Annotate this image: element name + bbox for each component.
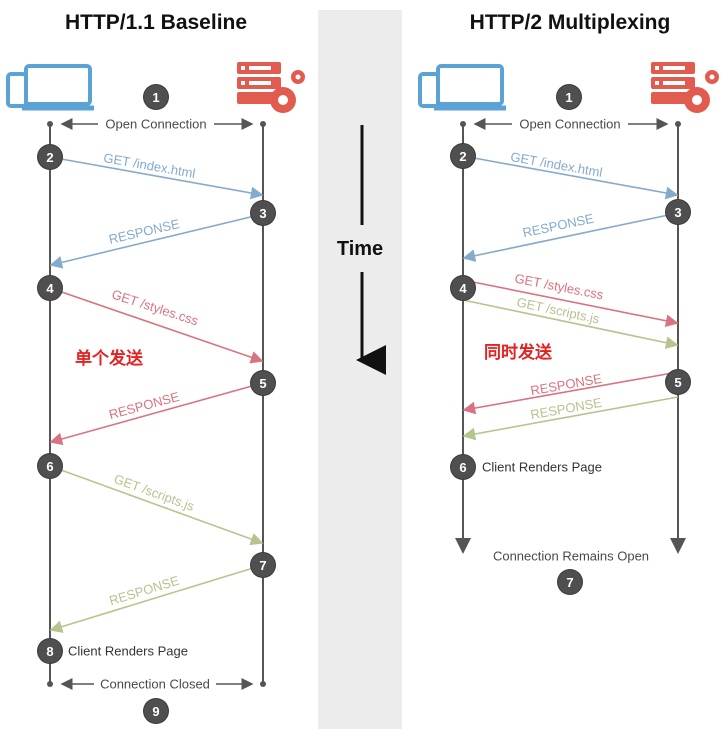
annotation-note-right: 同时发送 <box>484 343 552 362</box>
step-badge: 9 <box>144 699 168 723</box>
connection-closed-label: Connection Closed <box>97 676 213 692</box>
time-axis-label: Time <box>336 238 384 260</box>
devices-icon <box>6 64 94 111</box>
devices-icon <box>418 64 506 111</box>
step-badge: 8 <box>38 639 62 663</box>
step-badge: 3 <box>251 201 275 225</box>
connection-remains-open-label: Connection Remains Open <box>492 548 650 564</box>
step-badge: 4 <box>38 276 62 300</box>
step-badge: 6 <box>451 455 475 479</box>
http1-title: HTTP/1.1 Baseline <box>64 11 248 34</box>
step-badge: 1 <box>144 85 168 109</box>
step-badge: 6 <box>38 454 62 478</box>
http2-title: HTTP/2 Multiplexing <box>469 11 671 34</box>
open-connection-label: Open Connection <box>516 116 624 132</box>
step-badge: 4 <box>451 276 475 300</box>
server-gear-icon <box>237 62 305 113</box>
step-badge: 3 <box>666 200 690 224</box>
open-connection-label: Open Connection <box>102 116 210 132</box>
client-renders-label: Client Renders Page <box>482 459 602 475</box>
step-badge: 2 <box>451 144 475 168</box>
step-badge: 7 <box>251 553 275 577</box>
server-gear-icon <box>651 62 719 113</box>
annotation-note-left: 单个发送 <box>75 349 143 368</box>
step-badge: 2 <box>38 145 62 169</box>
step-badge: 7 <box>558 570 582 594</box>
step-badge: 1 <box>557 85 581 109</box>
step-badge: 5 <box>666 370 690 394</box>
step-badge: 5 <box>251 371 275 395</box>
client-renders-label: Client Renders Page <box>68 643 188 659</box>
